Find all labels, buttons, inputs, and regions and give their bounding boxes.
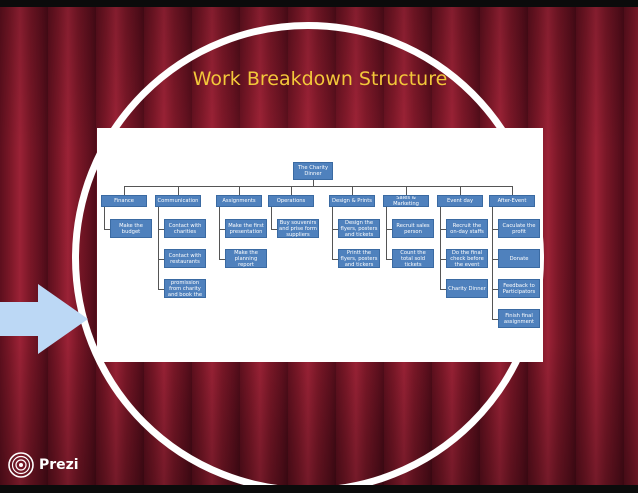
wbs-connector	[352, 186, 353, 195]
wbs-task-node[interactable]: Count the total sold tickets	[392, 249, 434, 268]
slide-title: Work Breakdown Structure	[192, 68, 448, 90]
wbs-task-node[interactable]: Finish final assignment	[498, 309, 540, 328]
wbs-connector	[158, 288, 164, 290]
wbs-task-node[interactable]: Make the planning report	[225, 249, 267, 268]
wbs-task-node[interactable]: Buy souvenirs and prise form suppliers	[277, 219, 319, 238]
wbs-connector	[406, 186, 407, 195]
wbs-category-node[interactable]: Communication	[155, 195, 201, 207]
wbs-connector	[492, 318, 498, 320]
wbs-connector	[332, 228, 338, 230]
wbs-connector	[386, 207, 387, 260]
wbs-task-node[interactable]: Do the final check before the event	[446, 249, 488, 268]
wbs-connector	[271, 207, 272, 230]
wbs-connector	[219, 258, 225, 260]
wbs-connector	[219, 207, 220, 260]
wbs-category-node[interactable]: Design & Prints	[329, 195, 375, 207]
wbs-task-node[interactable]: Recruit the on-day staffs	[446, 219, 488, 238]
wbs-task-node[interactable]: Contact with charities	[164, 219, 206, 238]
wbs-connector	[512, 186, 513, 195]
wbs-connector	[124, 186, 125, 195]
wbs-task-node[interactable]: Make the budget	[110, 219, 152, 238]
wbs-task-node[interactable]: Feedback to Participators	[498, 279, 540, 298]
wbs-task-node[interactable]: Printt the flyers, posters and tickers	[338, 249, 380, 268]
wbs-connector	[492, 228, 498, 230]
arrow-right-icon[interactable]	[0, 284, 90, 354]
wbs-connector	[492, 258, 498, 260]
wbs-connector	[386, 258, 392, 260]
wbs-connector	[104, 207, 105, 230]
wbs-connector	[440, 288, 446, 290]
wbs-connector	[124, 186, 513, 187]
prezi-logo[interactable]: Prezi	[8, 452, 79, 478]
wbs-connector	[291, 186, 292, 195]
wbs-connector	[440, 228, 446, 230]
wbs-category-node[interactable]: Assignments	[216, 195, 262, 207]
wbs-connector	[178, 186, 179, 195]
wbs-task-node[interactable]: Contact with restaurants	[164, 249, 206, 268]
wbs-task-node[interactable]: Recruit sales person	[392, 219, 434, 238]
wbs-connector	[386, 228, 392, 230]
wbs-connector	[158, 258, 164, 260]
wbs-root-node[interactable]: The Charity Dinner	[293, 162, 333, 180]
wbs-connector	[239, 186, 240, 195]
prezi-wordmark: Prezi	[39, 457, 79, 473]
wbs-connector	[332, 258, 338, 260]
wbs-connector	[271, 228, 277, 230]
wbs-category-node[interactable]: Finance	[101, 195, 147, 207]
prezi-logo-icon	[8, 452, 34, 478]
wbs-task-node[interactable]: Get promission from charity and book the…	[164, 279, 206, 298]
wbs-connector	[492, 288, 498, 290]
wbs-connector	[460, 186, 461, 195]
wbs-task-node[interactable]: Donate	[498, 249, 540, 268]
wbs-connector	[313, 180, 314, 186]
wbs-connector	[492, 207, 493, 320]
wbs-task-node[interactable]: Caculate the profit	[498, 219, 540, 238]
wbs-connector	[219, 228, 225, 230]
wbs-category-node[interactable]: Operations	[268, 195, 314, 207]
wbs-category-node[interactable]: After-Event	[489, 195, 535, 207]
wbs-connector	[332, 207, 333, 260]
wbs-category-node[interactable]: Sales & Marketing	[383, 195, 429, 207]
wbs-connector	[104, 228, 110, 230]
wbs-task-node[interactable]: Charity Dinner	[446, 279, 488, 298]
wbs-category-node[interactable]: Event day	[437, 195, 483, 207]
wbs-connector	[158, 228, 164, 230]
top-letterbox-bar	[0, 0, 638, 7]
wbs-connector	[440, 258, 446, 260]
wbs-connector	[440, 207, 441, 290]
bottom-letterbox-bar	[0, 485, 638, 493]
wbs-connector	[158, 207, 159, 290]
wbs-task-node[interactable]: Make the first presentation	[225, 219, 267, 238]
wbs-task-node[interactable]: Design the flyers, posters and tickets	[338, 219, 380, 238]
